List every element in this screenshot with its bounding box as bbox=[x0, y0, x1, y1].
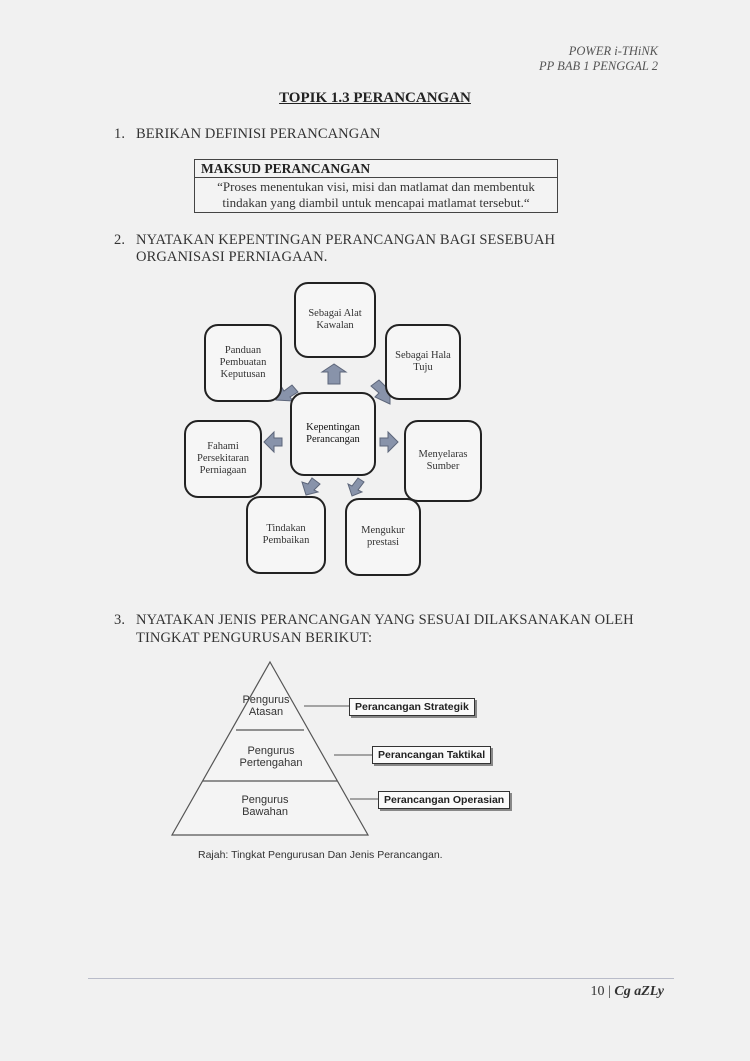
pyramid-level-bawahan: Pengurus Bawahan bbox=[220, 794, 310, 818]
definition-line-1: “Proses menentukan visi, misi dan matlam… bbox=[217, 179, 535, 194]
footer: 10 | Cg aZLy bbox=[591, 984, 664, 1000]
arrow-left bbox=[263, 430, 283, 454]
page-title: TOPIK 1.3 PERANCANGAN bbox=[279, 90, 471, 106]
label-perancangan-operasian: Perancangan Operasian bbox=[378, 791, 511, 809]
pyramid-level-pertengahan-line-1: Pengurus bbox=[247, 745, 295, 757]
node-fahami-persekitaran-line-2: Persekitaran bbox=[197, 453, 249, 464]
arrow-up bbox=[320, 363, 348, 385]
question-3: 3. NYATAKAN JENIS PERANCANGAN YANG SESUAI… bbox=[114, 611, 634, 647]
node-menyelaras-sumber-line-2: Sumber bbox=[426, 461, 460, 472]
node-fahami-persekitaran-line-1: Fahami bbox=[207, 441, 239, 452]
pyramid-level-pertengahan-line-2: Pertengahan bbox=[239, 757, 303, 769]
node-fahami-persekitaran-line-3: Perniagaan bbox=[199, 465, 247, 476]
question-1: 1. BERIKAN DEFINISI PERANCANGAN bbox=[114, 126, 380, 143]
definition-line-2: tindakan yang diambil untuk mencapai mat… bbox=[222, 195, 530, 210]
label-perancangan-taktikal: Perancangan Taktikal bbox=[372, 746, 492, 764]
definition-text: “Proses menentukan visi, misi dan matlam… bbox=[195, 178, 557, 211]
definition-heading: MAKSUD PERANCANGAN bbox=[195, 160, 557, 178]
node-panduan-keputusan-line-3: Keputusan bbox=[220, 369, 266, 380]
figure-caption: Rajah: Tingkat Pengurusan Dan Jenis Pera… bbox=[198, 849, 443, 861]
arrow-lower-left bbox=[301, 477, 321, 496]
footer-divider bbox=[88, 978, 674, 979]
pyramid-level-atasan: Pengurus Atasan bbox=[226, 694, 306, 718]
node-tindakan-pembaikan-line-1: Tindakan bbox=[266, 523, 306, 534]
pyramid-outline bbox=[170, 660, 370, 836]
node-tindakan-pembaikan-line-2: Pembaikan bbox=[262, 535, 310, 546]
question-2-line-1: NYATAKAN KEPENTINGAN PERANCANGAN BAGI SE… bbox=[136, 232, 556, 248]
node-panduan-keputusan-line-2: Pembuatan bbox=[219, 357, 267, 368]
pyramid-level-bawahan-line-1: Pengurus bbox=[241, 794, 289, 806]
arrow-lower-right bbox=[347, 477, 365, 497]
node-mengukur-prestasi-line-2: prestasi bbox=[366, 537, 400, 548]
header-line-2: PP BAB 1 PENGGAL 2 bbox=[539, 59, 658, 73]
question-3-line-2: TINGKAT PENGURUSAN BERIKUT: bbox=[136, 630, 373, 646]
label-perancangan-strategik: Perancangan Strategik bbox=[349, 698, 475, 716]
question-2-line-2: ORGANISASI PERNIAGAAN. bbox=[136, 249, 328, 265]
node-hala-tuju-line-2: Tuju bbox=[413, 362, 433, 373]
definition-box: MAKSUD PERANCANGAN “Proses menentukan vi… bbox=[194, 159, 558, 213]
node-menyelaras-sumber-line-1: Menyelaras bbox=[418, 449, 468, 460]
pyramid-level-pertengahan: Pengurus Pertengahan bbox=[226, 745, 316, 769]
question-2-number: 2. bbox=[114, 232, 126, 248]
pyramid-level-atasan-line-1: Pengurus bbox=[242, 694, 290, 706]
node-center-line-2: Perancangan bbox=[306, 434, 360, 445]
node-alat-kawalan-line-2: Kawalan bbox=[316, 320, 354, 331]
pyramid-level-atasan-line-2: Atasan bbox=[248, 706, 284, 718]
node-center-line-1: Kepentingan bbox=[306, 422, 360, 433]
footer-separator: | bbox=[608, 984, 611, 999]
node-panduan-keputusan-line-1: Panduan bbox=[224, 345, 262, 356]
page-number: 10 bbox=[590, 984, 605, 999]
question-1-text: BERIKAN DEFINISI PERANCANGAN bbox=[136, 126, 381, 142]
question-3-number: 3. bbox=[114, 612, 126, 628]
arrow-right bbox=[379, 430, 399, 454]
pyramid-level-bawahan-line-2: Bawahan bbox=[242, 806, 288, 818]
question-2: 2. NYATAKAN KEPENTINGAN PERANCANGAN BAGI … bbox=[114, 232, 555, 266]
node-mengukur-prestasi-line-1: Mengukur bbox=[361, 525, 405, 536]
node-alat-kawalan-line-1: Sebagai Alat bbox=[308, 308, 362, 319]
node-hala-tuju-line-1: Sebagai Hala bbox=[395, 350, 451, 361]
header-line-1: POWER i-THiNK bbox=[568, 44, 658, 58]
question-3-line-1: NYATAKAN JENIS PERANCANGAN YANG SESUAI D… bbox=[136, 612, 634, 628]
question-1-number: 1. bbox=[114, 126, 126, 142]
footer-signature: Cg aZLy bbox=[614, 984, 664, 999]
